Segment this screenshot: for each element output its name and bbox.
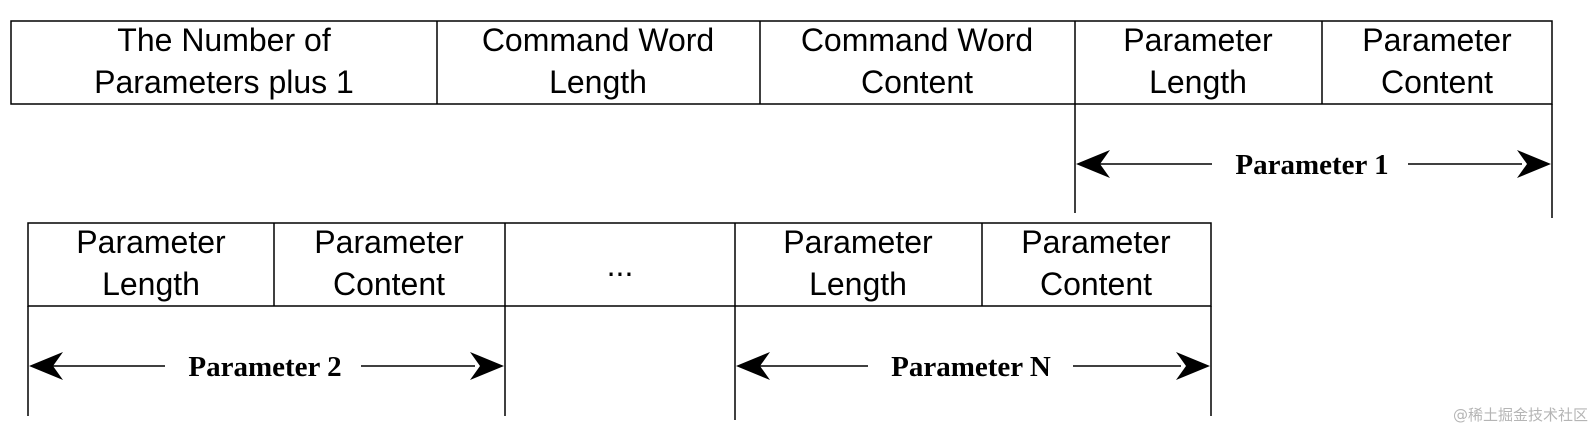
row1-table xyxy=(10,20,1553,105)
cell-param1-length-line2: Length xyxy=(1149,64,1247,100)
cell-param1-content-line1: Parameter xyxy=(1362,22,1512,58)
cell-paramN-content-line2: Content xyxy=(1040,266,1152,302)
cell-paramN-length-line2: Length xyxy=(809,266,907,302)
cell-param1-length-line1: Parameter xyxy=(1123,22,1273,58)
arrow-left-icon xyxy=(29,352,63,380)
parameter-1-label: Parameter 1 xyxy=(1235,149,1388,181)
arrow-right-icon xyxy=(1517,150,1551,178)
arrow-left-icon xyxy=(1076,150,1110,178)
row2-table xyxy=(27,222,1212,307)
parameter-2-label: Parameter 2 xyxy=(188,351,341,383)
parameter-n-span: Parameter N xyxy=(734,306,1212,420)
arrow-right-icon xyxy=(470,352,504,380)
cell-param1-content-line2: Content xyxy=(1381,64,1493,100)
cell-cmd-word-content-line2: Content xyxy=(861,64,973,100)
cell-param-count-line1: The Number of xyxy=(117,22,331,58)
cell-cmd-word-length-line1: Command Word xyxy=(482,22,714,58)
arrow-left-icon xyxy=(736,352,770,380)
cell-ellipsis: ... xyxy=(607,247,634,283)
cell-param2-length-line1: Parameter xyxy=(76,224,226,260)
cell-cmd-word-content-line1: Command Word xyxy=(801,22,1033,58)
parameter-1-span: Parameter 1 xyxy=(1074,104,1553,218)
cell-paramN-content-line1: Parameter xyxy=(1021,224,1171,260)
parameter-2-span: Parameter 2 xyxy=(27,306,506,416)
cell-param-count-line2: Parameters plus 1 xyxy=(94,64,354,100)
cell-param2-length-line2: Length xyxy=(102,266,200,302)
cell-param2-content-line2: Content xyxy=(333,266,445,302)
cell-param2-content-line1: Parameter xyxy=(314,224,464,260)
cell-paramN-length-line1: Parameter xyxy=(783,224,933,260)
arrow-right-icon xyxy=(1176,352,1210,380)
row2-frame xyxy=(27,222,1212,307)
row1-frame xyxy=(10,20,1553,105)
parameter-n-label: Parameter N xyxy=(891,351,1051,383)
cell-cmd-word-length-line2: Length xyxy=(549,64,647,100)
watermark: @稀土掘金技术社区 xyxy=(1453,406,1588,424)
